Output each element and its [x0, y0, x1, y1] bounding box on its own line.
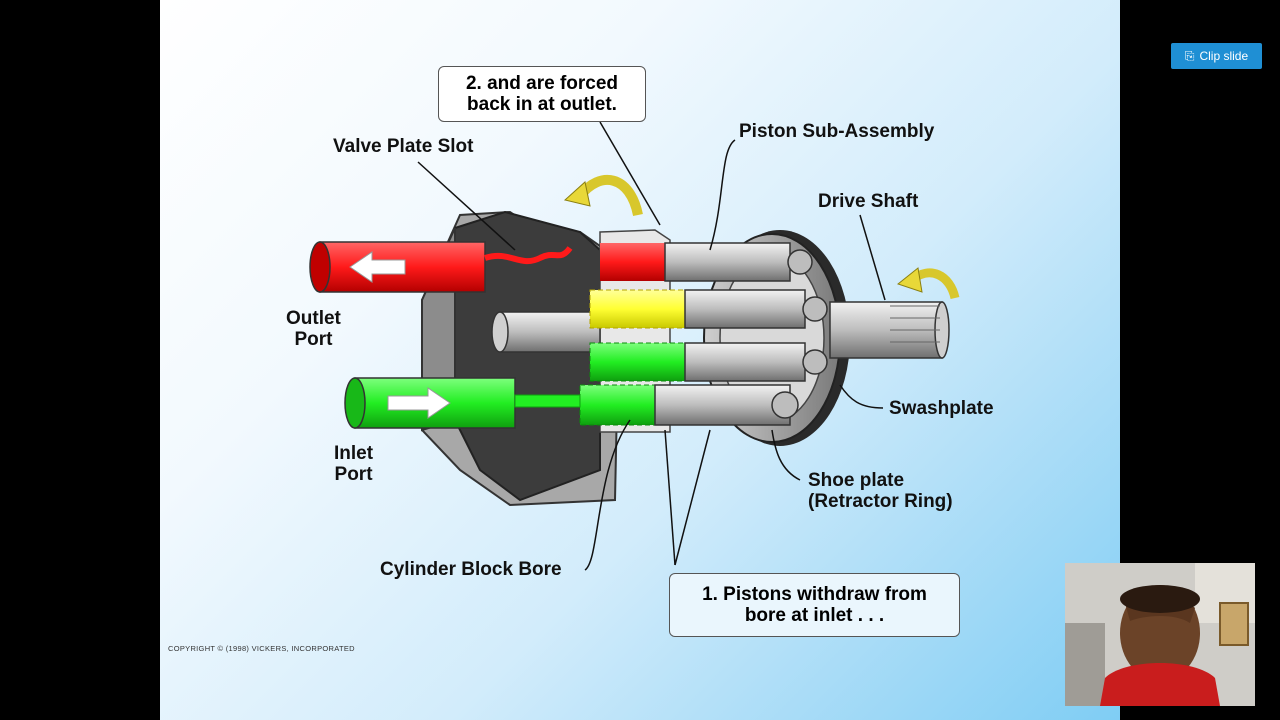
label-outlet-port-line1: Outlet	[286, 308, 341, 329]
callout-pistons-withdraw: 1. Pistons withdraw from bore at inlet .…	[669, 573, 960, 637]
outlet-pipe	[309, 241, 573, 293]
callout-pistons-withdraw-line1: 1. Pistons withdraw from	[702, 584, 927, 605]
rotation-arrow-shaft-icon	[896, 267, 960, 300]
callout-pistons-withdraw-line2: bore at inlet . . .	[744, 605, 885, 626]
label-inlet-port: Inlet Port	[334, 443, 373, 485]
piston-green-lower	[579, 384, 799, 426]
drive-shaft	[829, 301, 950, 359]
label-shoe-plate-line2: (Retractor Ring)	[808, 491, 953, 512]
label-outlet-port: Outlet Port	[286, 308, 341, 350]
webcam-image	[1065, 563, 1255, 706]
label-swashplate: Swashplate	[889, 398, 994, 419]
inlet-pipe	[344, 377, 581, 429]
label-shoe-plate: Shoe plate (Retractor Ring)	[808, 470, 953, 512]
label-piston-sub-assembly: Piston Sub-Assembly	[739, 121, 935, 142]
piston-green-upper	[589, 342, 828, 382]
clip-icon: ⎘	[1184, 49, 1195, 63]
pump-diagram	[309, 121, 960, 571]
slide-canvas: 2. and are forced back in at outlet. 1. …	[160, 0, 1120, 720]
clip-slide-label: Clip slide	[1199, 49, 1249, 63]
label-inlet-port-line1: Inlet	[334, 443, 374, 464]
copyright-notice: COPYRIGHT © (1998) VICKERS, INCORPORATED	[168, 644, 355, 653]
piston-yellow	[589, 289, 828, 329]
callout-forced-back: 2. and are forced back in at outlet.	[438, 66, 646, 122]
callout-forced-back-line1: 2. and are forced	[465, 73, 619, 94]
leader-lines	[417, 121, 886, 571]
callout-forced-back-line2: back in at outlet.	[467, 94, 617, 115]
webcam-feed	[1065, 563, 1255, 706]
label-shoe-plate-line1: Shoe plate	[808, 470, 905, 491]
label-valve-plate-slot: Valve Plate Slot	[333, 136, 474, 157]
label-drive-shaft: Drive Shaft	[818, 191, 919, 212]
clip-slide-button[interactable]: ⎘ Clip slide	[1171, 43, 1262, 69]
label-cylinder-block-bore: Cylinder Block Bore	[380, 559, 562, 580]
label-inlet-port-line2: Port	[334, 464, 373, 485]
rotation-arrow-top-icon	[563, 175, 643, 217]
piston-top	[600, 242, 813, 282]
label-outlet-port-line2: Port	[294, 329, 333, 350]
